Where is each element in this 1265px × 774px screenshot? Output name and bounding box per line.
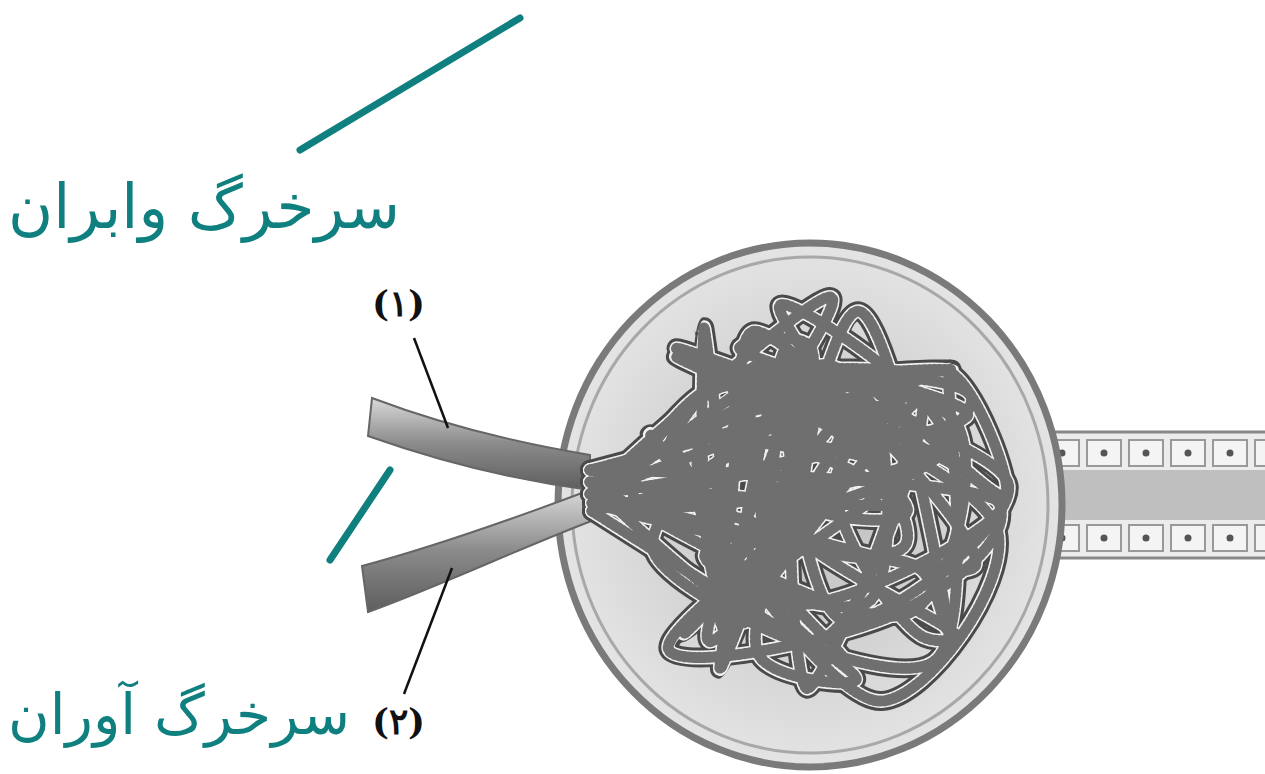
vessel-name: سرخرگ وابران xyxy=(8,170,400,244)
cell-nucleus xyxy=(1101,535,1108,542)
handwriting-stroke xyxy=(330,470,390,560)
cell-nucleus xyxy=(1185,450,1192,457)
capillary-loop xyxy=(590,297,856,683)
tubule-cell xyxy=(1213,525,1247,551)
cell-nucleus xyxy=(1227,535,1234,542)
efferent-arteriole xyxy=(368,398,590,490)
tubule-cell xyxy=(1171,440,1205,466)
leader-line xyxy=(404,568,452,694)
capsule-inner-wall xyxy=(572,257,1048,753)
leader-line xyxy=(414,338,448,428)
handwriting-stroke xyxy=(300,18,520,150)
cell-nucleus xyxy=(1227,450,1234,457)
bowman-capsule xyxy=(558,243,1062,767)
capillary-tuft xyxy=(590,297,1009,701)
tubule-cell xyxy=(1129,440,1163,466)
tubule-cell xyxy=(1087,440,1121,466)
afferent-arteriole xyxy=(362,490,594,612)
cell-nucleus xyxy=(1143,535,1150,542)
tubule-cell xyxy=(1171,525,1205,551)
cell-nucleus xyxy=(1185,535,1192,542)
callout-number: (۲) xyxy=(372,700,425,743)
callout-number: (۱) xyxy=(372,282,425,325)
tubule-cell xyxy=(1255,440,1265,466)
tubule-cell xyxy=(1255,525,1265,551)
cell-nucleus xyxy=(1101,450,1108,457)
tubule-cell xyxy=(1087,525,1121,551)
tubule-cell xyxy=(1213,440,1247,466)
vessel-name: سرخرگ آوران xyxy=(8,680,350,748)
cell-nucleus xyxy=(1143,450,1150,457)
tubule-cell xyxy=(1129,525,1163,551)
